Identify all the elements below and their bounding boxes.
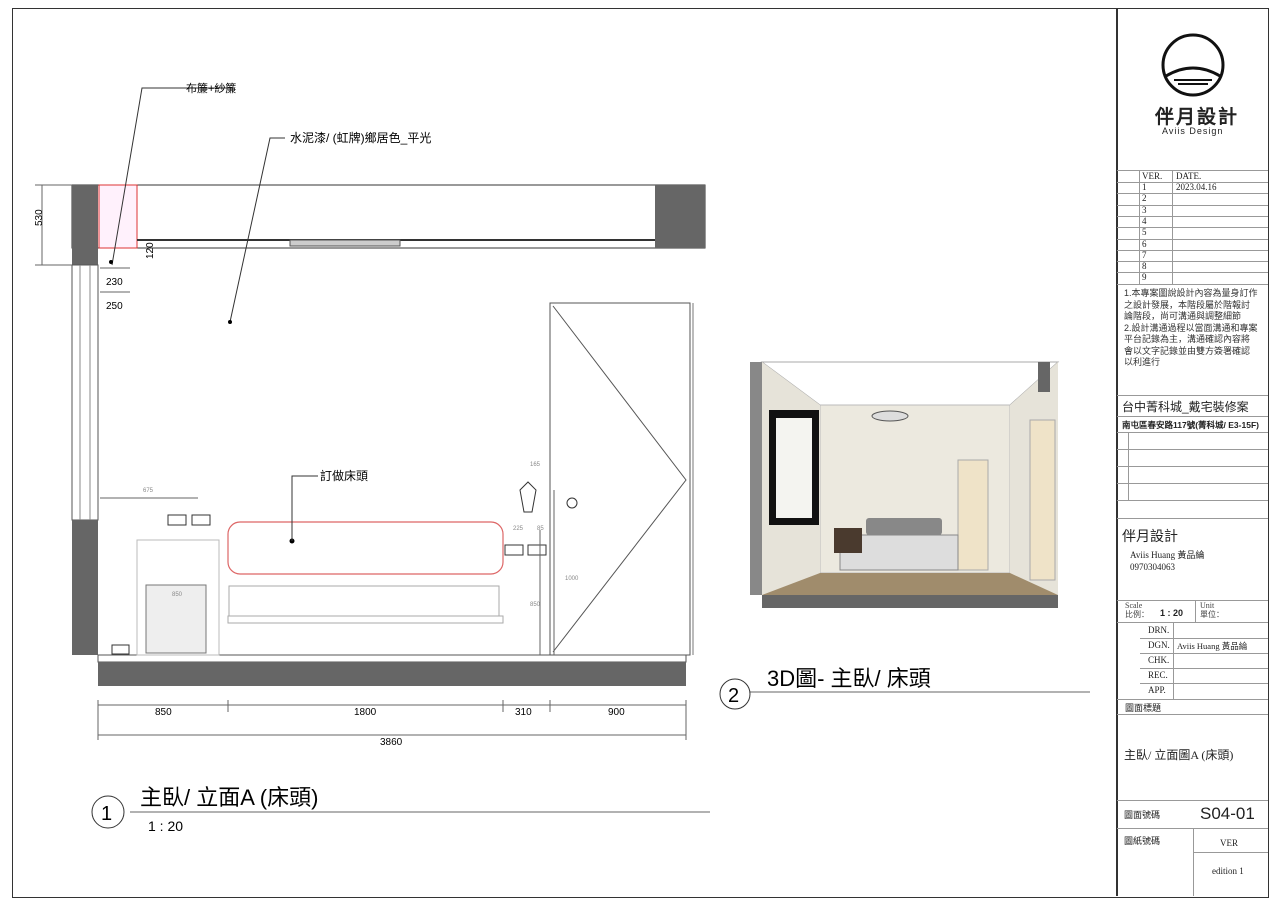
role-label: CHK.: [1148, 655, 1170, 665]
note-line: 會以文字記錄並由雙方簽署確認: [1124, 345, 1251, 356]
project-address: 南屯區春安路117號(菁科城/ E3-15F): [1122, 420, 1259, 430]
3d-render: [750, 361, 1060, 608]
version-number: 3: [1142, 204, 1147, 215]
note-line: 以利進行: [1124, 357, 1161, 367]
dim-675: 675: [143, 488, 154, 494]
logo-moon-icon: [1161, 33, 1225, 97]
view-2-number: 2: [728, 685, 739, 707]
version-number: 6: [1142, 238, 1147, 249]
date-header: DATE.: [1176, 171, 1202, 181]
design-notes: 1.本專案圖說設計內容為量身訂作之設計發展，本階段屬於階報討論階段，尚可溝通與調…: [1124, 288, 1258, 369]
ver-header: VER.: [1142, 171, 1163, 181]
role-label: APP.: [1148, 685, 1166, 695]
ceiling-slab: [71, 184, 706, 249]
ceiling-light: [289, 239, 401, 247]
view-2-bubble: [719, 678, 751, 710]
dim-310: 310: [515, 707, 532, 718]
unit-label-cn: 單位：: [1200, 610, 1224, 619]
title-block: [1116, 8, 1270, 896]
version-number: 8: [1142, 261, 1147, 272]
version-number: 9: [1142, 272, 1147, 283]
scale-value: 1 : 20: [1160, 608, 1184, 618]
sheet-border: [12, 8, 1269, 898]
dim-250: 250: [106, 301, 123, 312]
dim-900: 900: [608, 707, 625, 718]
logo-name-cn: 伴月設計: [1155, 107, 1240, 128]
version-number: 1: [1142, 182, 1147, 192]
ver-label: VER: [1220, 838, 1238, 848]
scale-label-en: Scale: [1125, 601, 1143, 610]
note-line: 平台記錄為主，溝通確認內容將: [1124, 334, 1251, 344]
dim-530: 530: [34, 209, 45, 226]
version-date: 2023.04.16: [1176, 182, 1217, 192]
version-number: 5: [1142, 227, 1147, 238]
project-name: 台中菁科城_戴宅裝修案: [1122, 400, 1249, 414]
note-line: 之設計發展，本階段屬於階報討: [1124, 299, 1251, 310]
version-number: 7: [1142, 249, 1147, 260]
note-line: 2.設計溝通過程以當面溝通和專案: [1124, 322, 1258, 333]
logo-name-en: Aviis Design: [1162, 126, 1224, 136]
door-handle: [566, 497, 578, 509]
dim-165: 165: [530, 462, 541, 468]
view-1-number: 1: [101, 803, 112, 825]
role-label: REC.: [1148, 670, 1168, 680]
company-name: 伴月設計: [1122, 530, 1178, 545]
role-label: DGN.: [1148, 640, 1170, 650]
wall-paint-note: 水泥漆/ (虹牌)鄉居色_平光: [290, 131, 431, 145]
dim-850: 850: [155, 707, 172, 718]
floor-slab: [98, 662, 686, 686]
edition: edition 1: [1212, 866, 1244, 876]
drawing-no-label: 圖面號碼: [1124, 810, 1161, 820]
nightstand: [136, 539, 220, 656]
note-line: 1.本專案圖說設計內容為量身訂作: [1124, 288, 1258, 298]
door: [549, 302, 691, 656]
elevation-drawing: 530 120 230 250 675 165 225 85 850 850 1…: [34, 81, 1090, 834]
curtain-note: 布簾+紗簾: [186, 81, 236, 95]
dim-850-nightstand: 850: [172, 592, 183, 598]
window: [71, 264, 99, 521]
role-value: Aviis Huang 黃品綸: [1177, 641, 1248, 651]
wall-lamp: [519, 481, 537, 513]
dim-120: 120: [145, 242, 156, 259]
dim-850-switch: 850: [530, 602, 541, 608]
floor-finish: [97, 654, 687, 663]
view-1-scale: 1 : 20: [148, 818, 183, 834]
dim-225: 225: [513, 526, 524, 532]
dim-1000: 1000: [565, 576, 579, 582]
headboard: [227, 521, 504, 575]
dim-230: 230: [106, 277, 123, 288]
headboard-note: 訂做床頭: [320, 468, 368, 483]
note-line: 論階段，尚可溝通與調整細節: [1124, 311, 1242, 321]
version-number: 4: [1142, 215, 1147, 226]
dim-3860: 3860: [380, 737, 403, 748]
bed-frame: [228, 585, 500, 617]
designer-name: Aviis Huang 黃品綸: [1130, 550, 1205, 560]
drawing-number: S04-01: [1200, 804, 1255, 823]
sheet-no-label: 圖紙號碼: [1124, 836, 1161, 846]
role-label: DRN.: [1148, 625, 1170, 635]
unit-label-en: Unit: [1200, 601, 1215, 610]
curtain-box: [98, 184, 138, 249]
designer-phone: 0970304063: [1130, 562, 1175, 572]
scale-label-cn: 比例：: [1125, 610, 1149, 619]
stool: [145, 584, 207, 654]
view-2-title: 3D圖- 主臥/ 床頭: [767, 666, 931, 691]
view-1-bubble: [91, 795, 125, 829]
drawing-title: 主臥/ 立面圖A (床頭): [1124, 748, 1234, 762]
dim-1800: 1800: [354, 707, 377, 718]
left-column: [72, 185, 98, 265]
left-wall-lower: [72, 520, 98, 655]
drawing-title-label: 圖面標題: [1125, 703, 1162, 713]
view-1-title: 主臥/ 立面A (床頭): [140, 785, 318, 810]
right-column: [655, 185, 705, 248]
dim-85: 85: [537, 526, 544, 532]
version-number: 2: [1142, 193, 1147, 204]
